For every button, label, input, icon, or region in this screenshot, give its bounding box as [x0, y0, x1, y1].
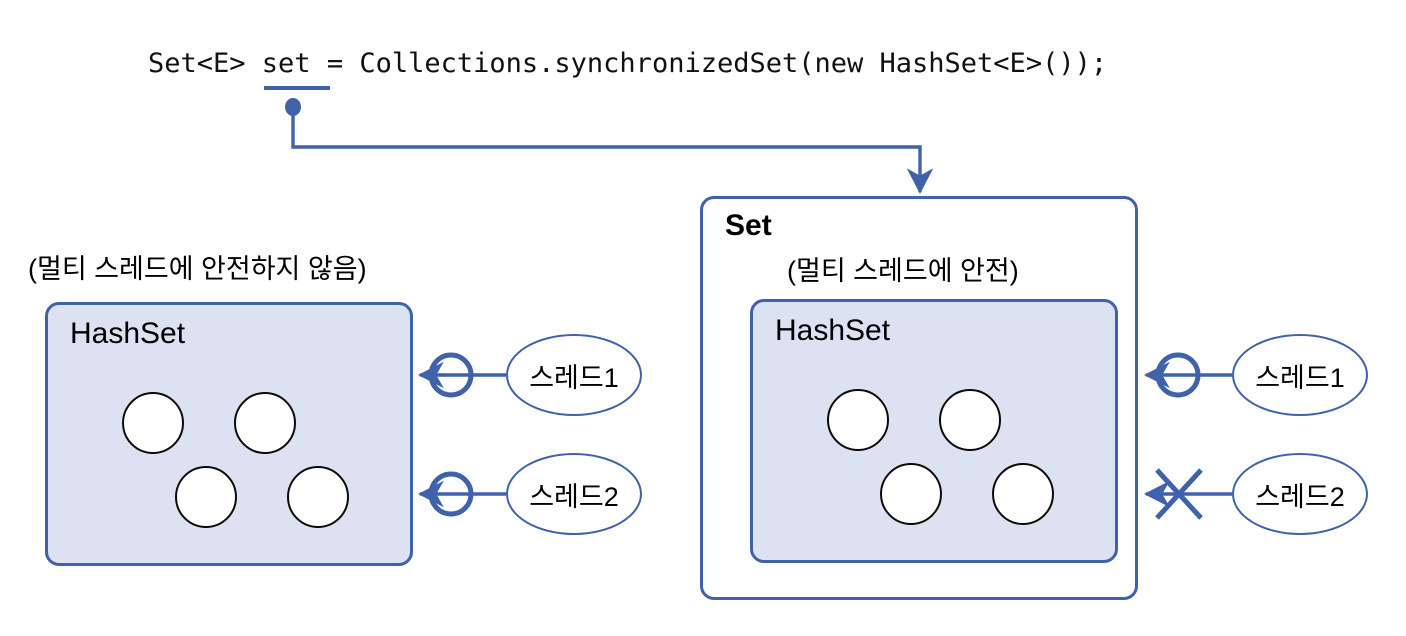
right-thread-2-ellipse: 스레드2: [1232, 453, 1368, 535]
code-variable-set: set: [261, 48, 311, 79]
right-element-circle-1: [827, 389, 889, 451]
callout-elbow-connector: [291, 110, 934, 195]
right-element-circle-3: [880, 463, 942, 525]
left-element-circle-2: [234, 392, 296, 454]
left-thread-1-label: 스레드1: [529, 362, 619, 393]
code-suffix: = Collections.synchronizedSet(new HashSe…: [310, 48, 1108, 79]
left-thread-2-label: 스레드2: [529, 481, 619, 512]
code-statement: Set<E> set = Collections.synchronizedSet…: [148, 48, 1107, 79]
left-thread-1-allowed-circle-icon: [428, 352, 474, 398]
right-hashset-box: HashSet: [750, 299, 1118, 563]
right-element-circle-4: [992, 463, 1054, 525]
right-set-box: Set (멀티 스레드에 안전) HashSet: [700, 196, 1138, 600]
left-thread-2-allowed-circle-icon: [428, 471, 474, 517]
left-panel-caption: (멀티 스레드에 안전하지 않음): [28, 254, 367, 284]
left-element-circle-3: [175, 466, 237, 528]
left-hashset-box: HashSet: [45, 302, 413, 566]
right-panel-caption: (멀티 스레드에 안전): [787, 256, 1019, 286]
left-element-circle-4: [287, 466, 349, 528]
right-element-circle-2: [939, 389, 1001, 451]
right-thread-2-label: 스레드2: [1255, 481, 1345, 512]
left-element-circle-1: [122, 392, 184, 454]
left-thread-1-ellipse: 스레드1: [506, 334, 642, 416]
callout-origin-dot: [285, 98, 301, 116]
right-hashset-title: HashSet: [775, 314, 891, 347]
right-thread-2-blocked-cross-icon: [1155, 468, 1203, 520]
left-hashset-title: HashSet: [70, 317, 186, 350]
right-thread-1-label: 스레드1: [1255, 362, 1345, 393]
right-thread-1-ellipse: 스레드1: [1232, 334, 1368, 416]
right-thread-1-allowed-circle-icon: [1155, 352, 1201, 398]
right-set-title: Set: [725, 209, 772, 242]
code-prefix: Set<E>: [148, 48, 262, 79]
left-thread-2-ellipse: 스레드2: [506, 453, 642, 535]
